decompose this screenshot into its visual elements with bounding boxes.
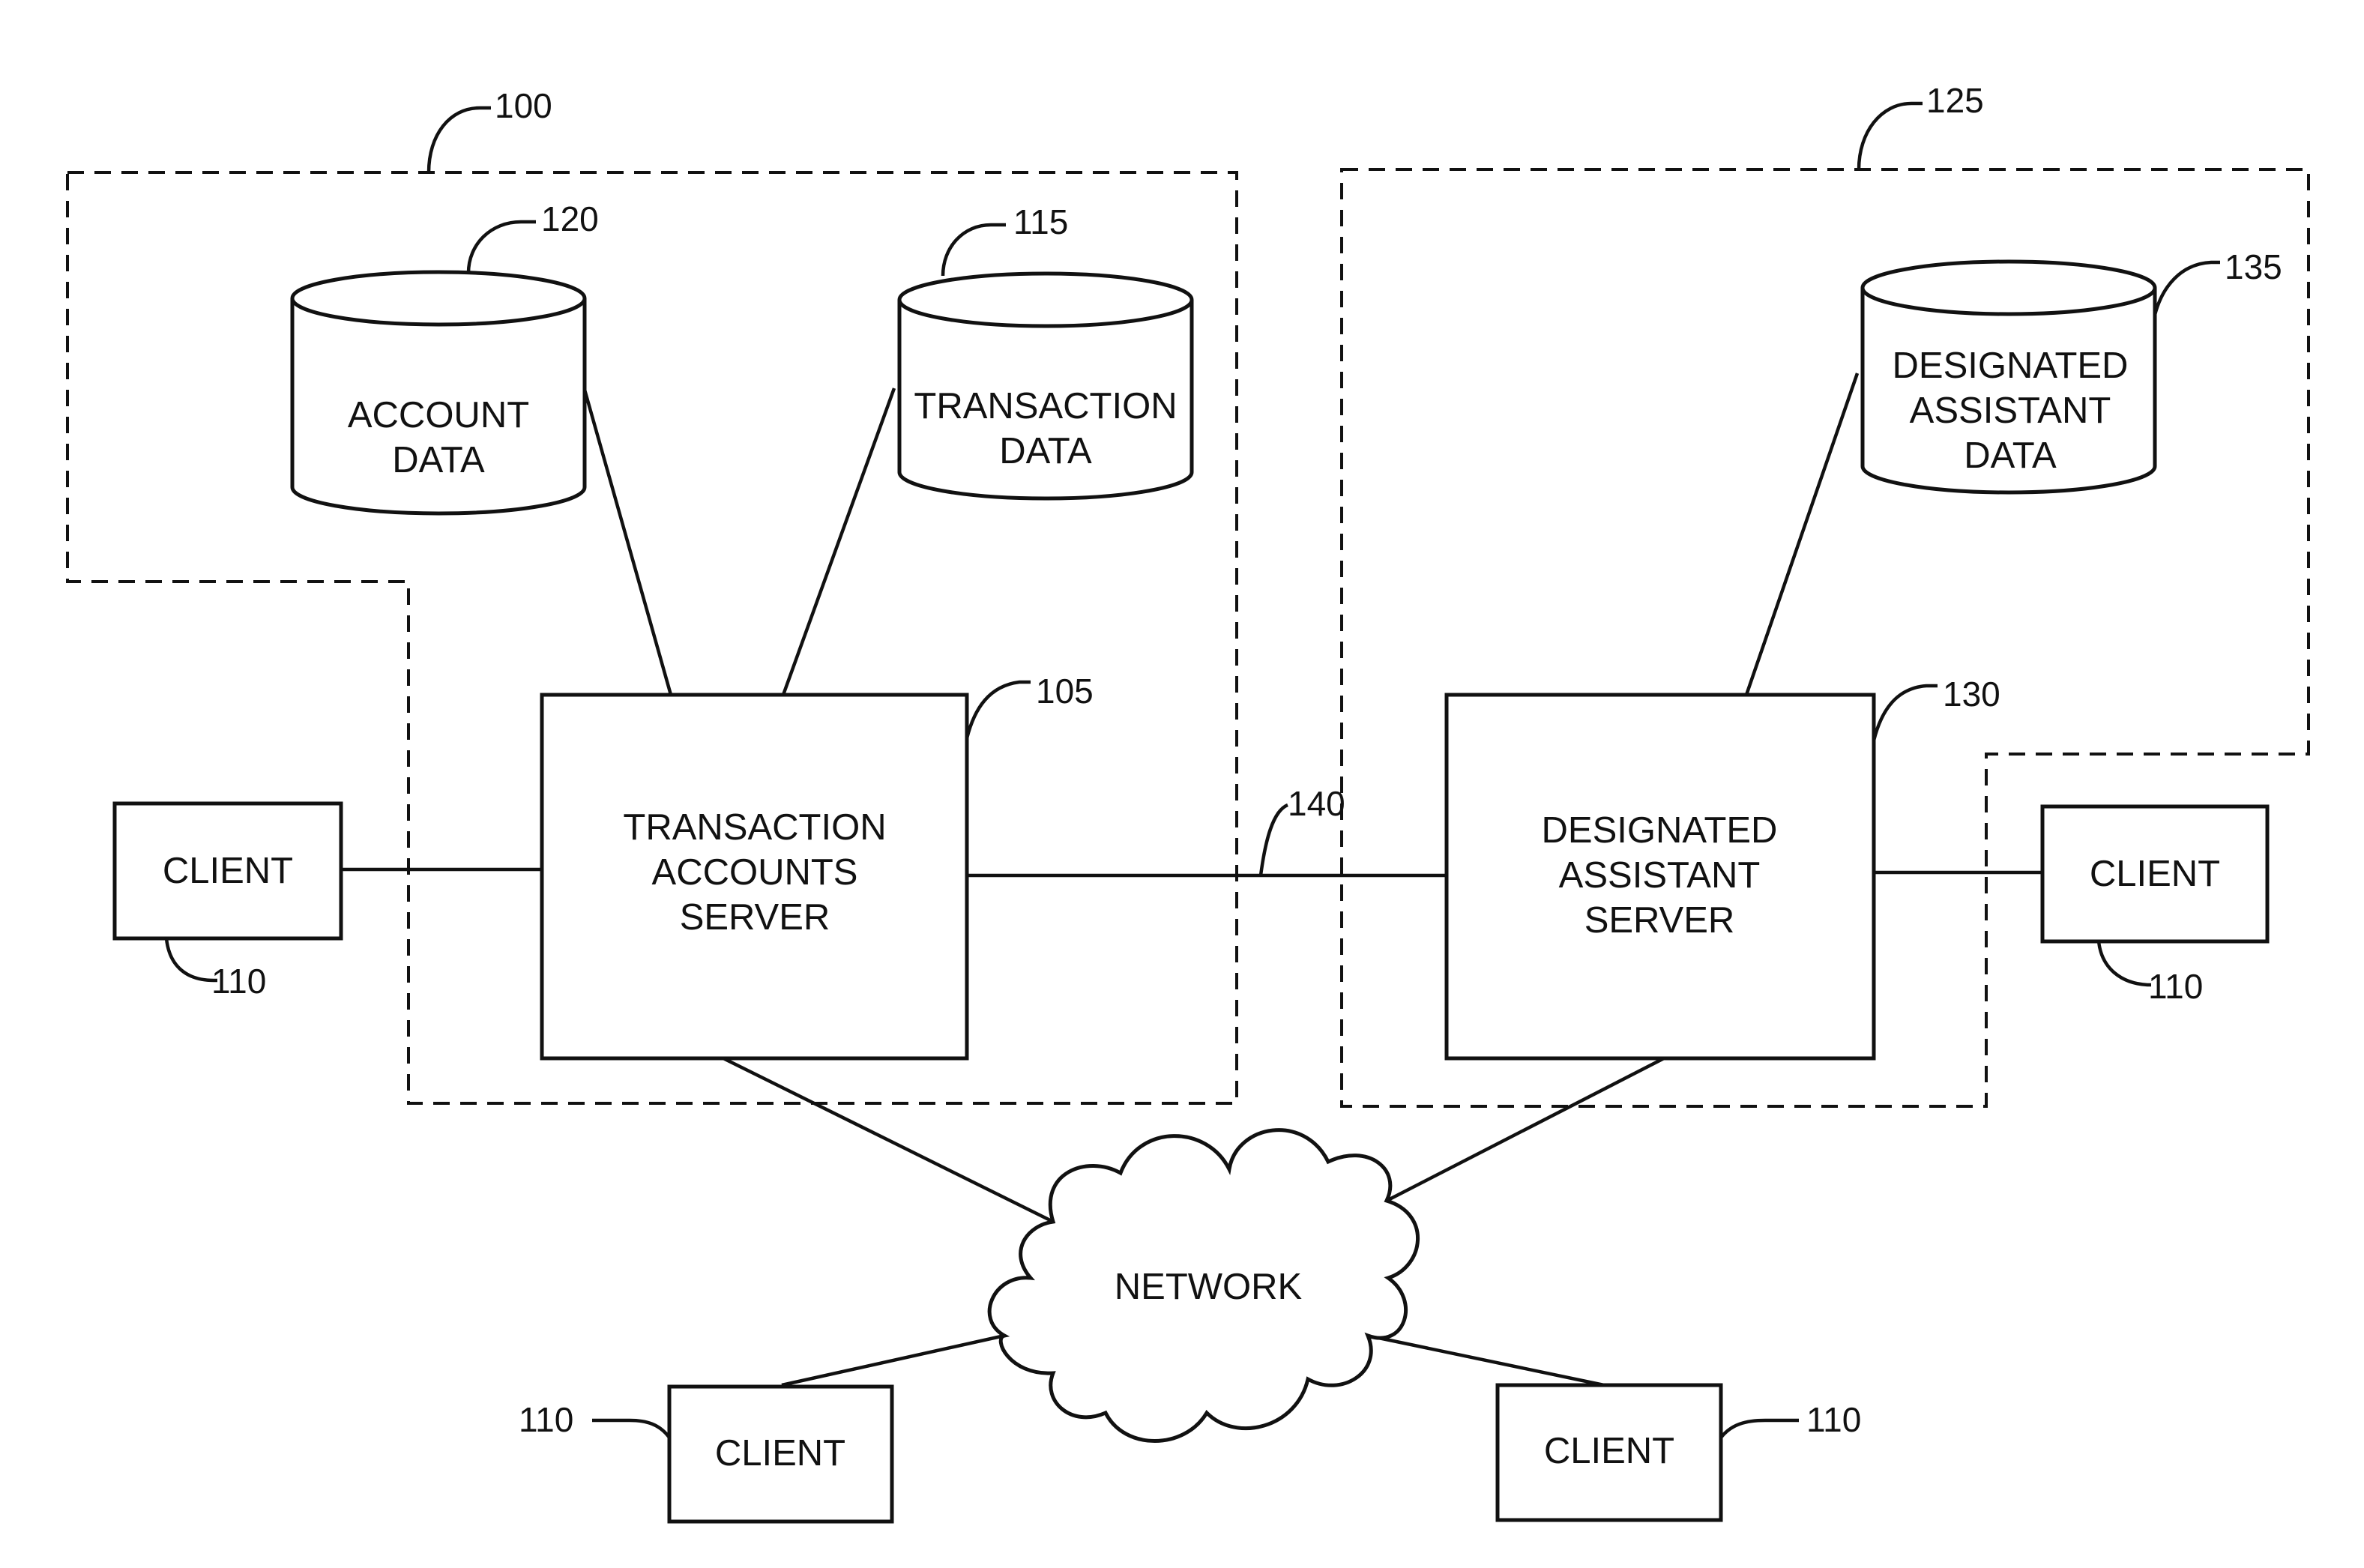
transaction-server-label-2: ACCOUNTS <box>652 852 858 893</box>
ref-assistant-data: 135 <box>2225 247 2282 286</box>
transaction-accounts-server: TRANSACTION ACCOUNTS SERVER 105 <box>542 672 1094 1058</box>
assistant-server-label-2: ASSISTANT <box>1559 855 1761 896</box>
ref-client-bottom-left: 110 <box>519 1400 573 1439</box>
ref-client-right: 110 <box>2148 967 2203 1006</box>
leader-client-bottom-right <box>1721 1420 1799 1438</box>
link-right-server-network <box>1387 1058 1664 1201</box>
ref-client-bottom-right: 110 <box>1806 1400 1861 1439</box>
leader-client-bottom-left <box>592 1420 669 1438</box>
designated-assistant-server: DESIGNATED ASSISTANT SERVER 130 <box>1447 675 2000 1058</box>
link-left-server-network <box>723 1058 1053 1222</box>
leader-server-link <box>1261 805 1288 875</box>
leader-client-right <box>2099 941 2151 985</box>
ref-client-left: 110 <box>211 962 266 1001</box>
link-assistant-data-server <box>1746 373 1857 695</box>
transaction-data-database: TRANSACTION DATA 115 <box>899 202 1192 498</box>
client-left: CLIENT 110 <box>115 803 341 1001</box>
designated-assistant-data-database: DESIGNATED ASSISTANT DATA 135 <box>1863 247 2282 492</box>
ref-system-right: 125 <box>1926 81 1984 120</box>
client-right-label: CLIENT <box>2090 854 2220 894</box>
leader-client-left <box>166 938 217 980</box>
assistant-data-label-2: ASSISTANT <box>1910 391 2111 431</box>
client-bottom-left: CLIENT 110 <box>519 1387 892 1522</box>
client-bottom-right: CLIENT 110 <box>1498 1385 1861 1520</box>
leader-account-data <box>468 222 536 273</box>
client-bottom-left-label: CLIENT <box>715 1433 845 1474</box>
ref-server-link: 140 <box>1288 784 1345 823</box>
leader-transaction-server <box>967 682 1031 738</box>
ref-account-data: 120 <box>541 199 599 238</box>
leader-system-left <box>429 108 491 172</box>
transaction-data-label-1: TRANSACTION <box>914 386 1177 426</box>
network-cloud: NETWORK <box>989 1130 1417 1441</box>
transaction-data-label-2: DATA <box>999 431 1092 471</box>
account-data-database: ACCOUNT DATA 120 <box>292 199 599 513</box>
ref-transaction-server: 105 <box>1036 672 1094 711</box>
assistant-server-label-1: DESIGNATED <box>1542 810 1778 851</box>
client-left-label: CLIENT <box>163 851 293 891</box>
link-network-client-bottom-right <box>1368 1336 1604 1385</box>
leader-transaction-data <box>943 225 1006 276</box>
transaction-server-label-1: TRANSACTION <box>623 807 886 848</box>
client-right: CLIENT 110 <box>2042 806 2267 1006</box>
client-bottom-right-label: CLIENT <box>1544 1431 1674 1471</box>
assistant-data-label-3: DATA <box>1964 435 2057 476</box>
account-data-label-1: ACCOUNT <box>348 395 529 435</box>
transaction-server-label-3: SERVER <box>680 897 830 938</box>
link-transaction-data-server <box>783 388 894 695</box>
assistant-server-label-3: SERVER <box>1584 900 1735 941</box>
link-network-client-bottom-left <box>782 1336 1004 1385</box>
link-account-data-server <box>585 390 671 695</box>
network-label: NETWORK <box>1115 1267 1303 1307</box>
leader-assistant-server <box>1874 686 1938 741</box>
account-data-label-2: DATA <box>392 440 485 480</box>
leader-system-right <box>1859 103 1923 169</box>
leader-assistant-data <box>2155 262 2220 315</box>
ref-assistant-server: 130 <box>1943 675 2000 714</box>
assistant-data-label-1: DESIGNATED <box>1893 346 2129 386</box>
ref-transaction-data: 115 <box>1013 202 1068 241</box>
ref-system-left: 100 <box>495 86 552 125</box>
